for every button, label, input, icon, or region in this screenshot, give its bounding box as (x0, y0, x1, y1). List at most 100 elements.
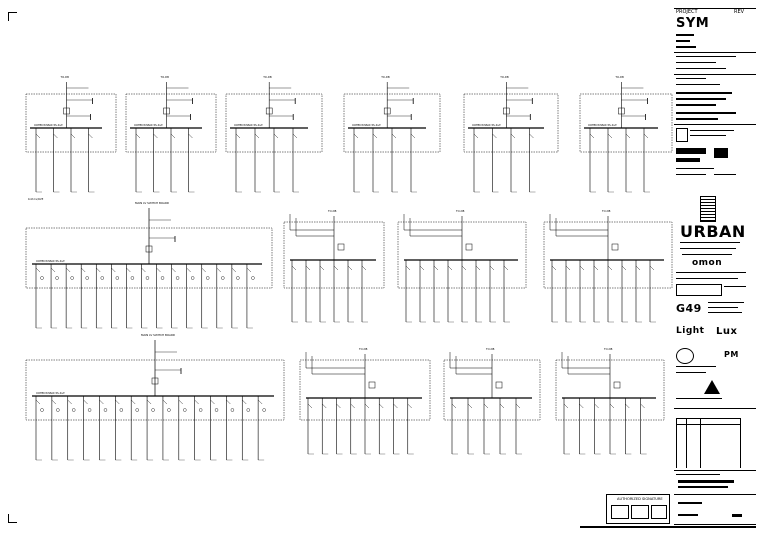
schematic-line (489, 265, 495, 271)
revision-header: REV (734, 9, 745, 15)
schematic-line (35, 399, 41, 405)
meter-symbol (175, 276, 180, 280)
badge-box (676, 284, 722, 296)
schematic-line (305, 265, 311, 271)
schematic-line (503, 265, 509, 271)
flame-logo-icon (704, 380, 720, 394)
main-switchboard-heading: MAIN LV SWITCH BOARD (135, 201, 169, 205)
schematic-line (593, 265, 599, 271)
schematic-line (292, 133, 298, 139)
project-code: SYM (676, 16, 710, 31)
main-switchboard-heading: MAIN LV SWITCH BOARD (141, 333, 175, 337)
schematic-line (111, 267, 116, 273)
meter-symbol (183, 408, 187, 412)
breaker-symbol (265, 107, 273, 115)
schematic-line (379, 403, 384, 409)
busbar-label: COPPER BUSBAR 3P+N+E (34, 124, 63, 127)
meter-symbol (100, 276, 104, 280)
schematic-line (322, 403, 327, 409)
panel-heading: TO-DB (359, 347, 368, 351)
panel-heading: TO-DB (263, 75, 272, 79)
meter-symbol (167, 408, 171, 412)
meter-symbol (135, 408, 139, 412)
breaker-symbol (337, 243, 345, 251)
schematic-line (640, 403, 645, 409)
meter-symbol (246, 408, 250, 412)
schematic-line (499, 403, 505, 409)
meter-symbol (40, 408, 44, 412)
schematic-line (35, 267, 41, 273)
breaker-symbol (611, 243, 619, 251)
panel-heading: TO-DB (61, 75, 70, 79)
schematic-line (433, 265, 439, 271)
schematic-line (551, 265, 557, 271)
panel-heading: TO-DB (604, 347, 613, 351)
schematic-line (621, 265, 627, 271)
breaker-symbol (618, 107, 625, 115)
schematic-line (188, 133, 193, 139)
schematic-line (254, 133, 260, 139)
schematic-line (563, 403, 569, 409)
breaker-symbol (151, 377, 159, 385)
meter-symbol (236, 276, 240, 280)
schematic-line (350, 403, 355, 409)
schematic-line (353, 133, 359, 139)
schematic-line (153, 133, 158, 139)
meter-symbol (115, 276, 120, 280)
schematic-line (625, 133, 631, 139)
schematic-line (135, 133, 141, 139)
schematic-line (407, 403, 412, 409)
schematic-line (510, 133, 516, 139)
panel-heading: TO-DB (615, 75, 624, 79)
meter-symbol (119, 408, 124, 412)
sheet-corner-mark-bottom-left (8, 514, 17, 523)
schematic-line (170, 133, 176, 139)
schematic-line (156, 267, 161, 273)
schematic-line (257, 399, 263, 405)
schematic-line (131, 399, 136, 405)
schematic-line (70, 133, 76, 139)
schematic-line (96, 267, 101, 273)
schematic-line (579, 403, 584, 409)
meter-symbol (145, 276, 150, 280)
schematic-line (162, 399, 168, 405)
footer-rule (580, 526, 756, 528)
breaker-symbol (383, 107, 391, 115)
schematic-line (231, 267, 237, 273)
revision-table (676, 418, 741, 468)
light-logo: Light (676, 326, 705, 336)
schematic-line (625, 403, 630, 409)
busbar-label: COPPER BUSBAR 3P+N+E (36, 392, 65, 395)
schematic-line (447, 265, 453, 271)
tree-logo-icon (700, 196, 716, 222)
busbar-label: COPPER BUSBAR 3P+N+E (36, 260, 65, 263)
schematic-line (186, 267, 191, 273)
schematic-line (35, 133, 41, 139)
schematic-line (194, 399, 199, 405)
logo-mark-icon (676, 128, 688, 142)
schematic-line (83, 399, 88, 405)
title-block: PROJECT REV SYM URBAN omo (674, 8, 756, 528)
approval-stamp: AUTHORIZED SIGNATURE (606, 494, 670, 524)
schematic-line (99, 399, 104, 405)
meter-symbol (56, 408, 60, 412)
meter-symbol (251, 276, 255, 280)
meter-symbol (70, 276, 74, 280)
meter-symbol (40, 276, 44, 280)
schematic-line (529, 133, 534, 139)
breaker-symbol (63, 107, 70, 115)
emblem-icon (676, 348, 694, 364)
schematic-line (141, 267, 146, 273)
schematic-line (451, 403, 457, 409)
meter-symbol (160, 276, 165, 280)
breaker-symbol (145, 245, 153, 253)
panel-heading: TO-DB (328, 209, 337, 213)
schematic-line (589, 133, 595, 139)
schematic-line (405, 265, 411, 271)
schematic-line (475, 265, 481, 271)
meter-symbol (221, 276, 225, 280)
busbar-label: COPPER BUSBAR 3P+N+E (588, 124, 617, 127)
schematic-line (178, 399, 183, 405)
breaker-symbol (368, 381, 376, 389)
meter-symbol (262, 408, 266, 412)
